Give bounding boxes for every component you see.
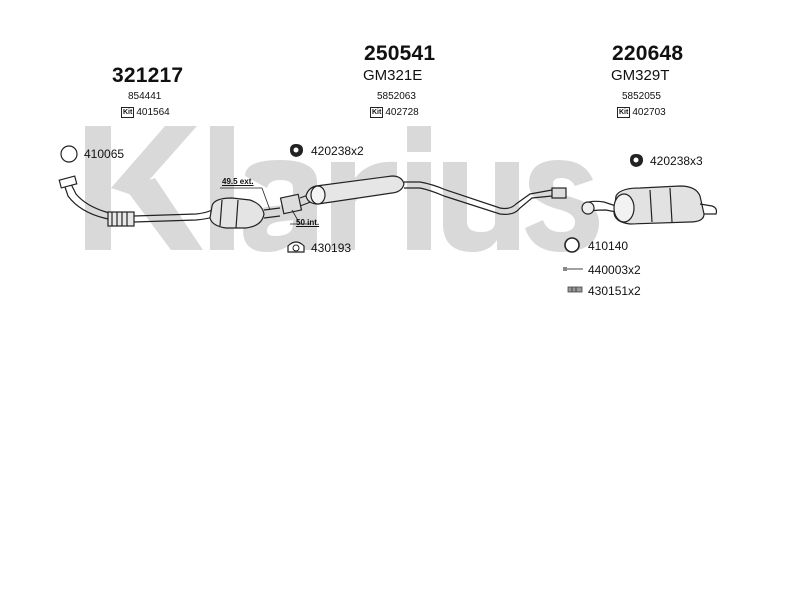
section1-sub-number: 854441 bbox=[128, 91, 162, 102]
hanger-mid-label: 420238x2 bbox=[311, 144, 364, 158]
front-pipe bbox=[58, 175, 281, 229]
bolt-icon bbox=[563, 267, 583, 271]
section3-code: GM329T bbox=[611, 67, 670, 84]
ring-icon-right bbox=[564, 237, 580, 253]
hanger-icon bbox=[290, 144, 303, 157]
ring-right-label: 410140 bbox=[588, 239, 629, 253]
ring-icon bbox=[60, 145, 78, 163]
dimension-ext: 49.5 ext. bbox=[222, 177, 254, 186]
ring-left-label: 410065 bbox=[84, 147, 125, 161]
spring-label: 430151x2 bbox=[588, 284, 641, 298]
section2-kit: Kit 402728 bbox=[370, 107, 419, 118]
section2-code: GM321E bbox=[363, 67, 423, 84]
hanger-icon-right bbox=[630, 154, 643, 167]
section1-kit: Kit 401564 bbox=[121, 107, 170, 118]
section2-part-number: 250541 bbox=[364, 42, 436, 65]
section1-part-number: 321217 bbox=[112, 64, 184, 87]
section2-kit-badge: Kit bbox=[370, 107, 384, 118]
bolt-label: 440003x2 bbox=[588, 263, 641, 277]
clamp-icon bbox=[287, 241, 305, 253]
center-silencer bbox=[279, 175, 567, 215]
dimension-int: 50 int. bbox=[296, 218, 320, 227]
clamp-mid-label: 430193 bbox=[311, 241, 352, 255]
section3-kit: Kit 402703 bbox=[617, 107, 666, 118]
dimension-marks bbox=[220, 187, 310, 225]
rear-silencer bbox=[581, 185, 718, 225]
section3-part-number: 220648 bbox=[612, 42, 684, 65]
section2-sub-number: 5852063 bbox=[377, 91, 416, 102]
hanger-right-label: 420238x3 bbox=[650, 154, 703, 168]
section1-kit-badge: Kit bbox=[121, 107, 135, 118]
section2-kit-number: 402728 bbox=[385, 107, 419, 118]
spring-icon bbox=[567, 286, 583, 293]
section3-kit-number: 402703 bbox=[632, 107, 666, 118]
section1-kit-number: 401564 bbox=[136, 107, 170, 118]
section3-sub-number: 5852055 bbox=[622, 91, 661, 102]
section3-kit-badge: Kit bbox=[617, 107, 631, 118]
